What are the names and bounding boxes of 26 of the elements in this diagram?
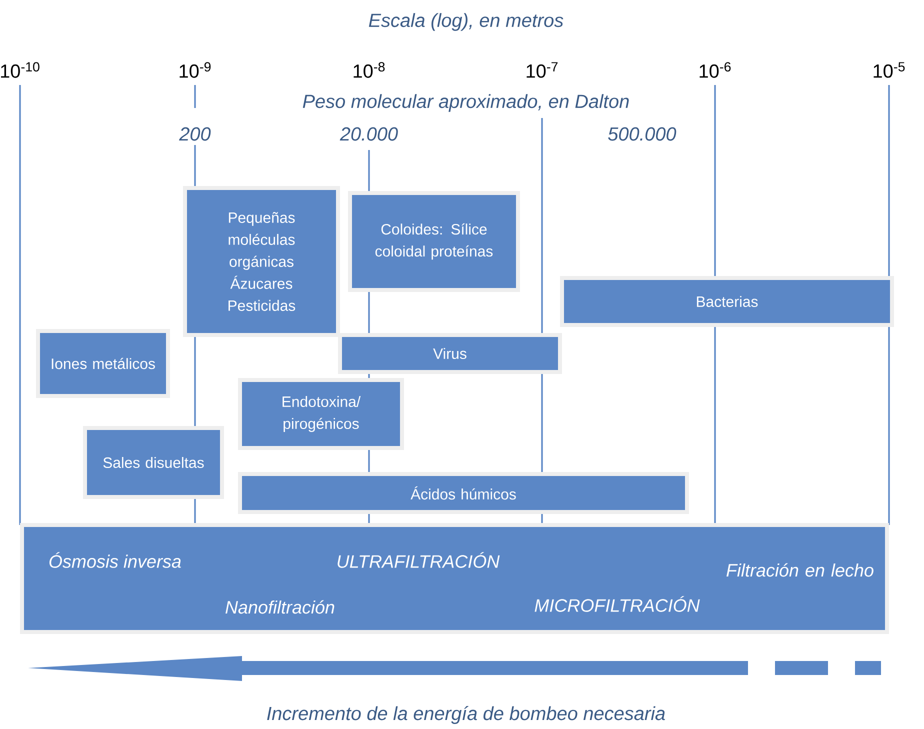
particle-box: Ácidos húmicos xyxy=(238,472,689,514)
weight-label: 20.000 xyxy=(340,127,398,141)
particle-box: Bacterias xyxy=(560,276,894,327)
axis-title: Escala (log), en metros xyxy=(368,13,564,31)
particle-box: Coloides: Sílice coloidal proteínas xyxy=(348,191,520,292)
particle-box: Pequeñas moléculas orgánicas Ázucares Pesticidas xyxy=(183,186,340,337)
particle-box: Iones metálicos xyxy=(36,329,170,398)
tick-label: 10$^{-5}$ xyxy=(874,62,905,78)
tick-label: 10$^{-7}$ xyxy=(526,62,558,78)
tick-label: 10$^{-10}$ xyxy=(1,62,40,78)
axis-title: Peso molecular aproximado, en Dalton xyxy=(302,94,629,112)
particle-box: Endotoxina/ pirogénicos xyxy=(238,378,404,450)
process-label: ULTRAFILTRACIÓN xyxy=(338,552,500,568)
caption: Incremento de la energía de bombeo necesaria xyxy=(267,706,665,724)
weight-label: 200 xyxy=(179,127,211,141)
tick-label: 10$^{-9}$ xyxy=(180,62,211,78)
tick-label: 10$^{-8}$ xyxy=(354,62,385,78)
tick-label: 10$^{-6}$ xyxy=(700,62,731,78)
process-label: Ósmosis inversa xyxy=(49,552,181,568)
process-label: Nanofiltración xyxy=(226,600,334,614)
process-band xyxy=(20,523,889,634)
process-label: MICROFILTRACIÓN xyxy=(534,596,700,612)
particle-box: Virus xyxy=(338,333,562,374)
process-label: Filtración en lecho xyxy=(726,563,874,577)
particle-box: Sales disueltas xyxy=(83,426,224,499)
weight-label: 500.000 xyxy=(608,127,676,141)
